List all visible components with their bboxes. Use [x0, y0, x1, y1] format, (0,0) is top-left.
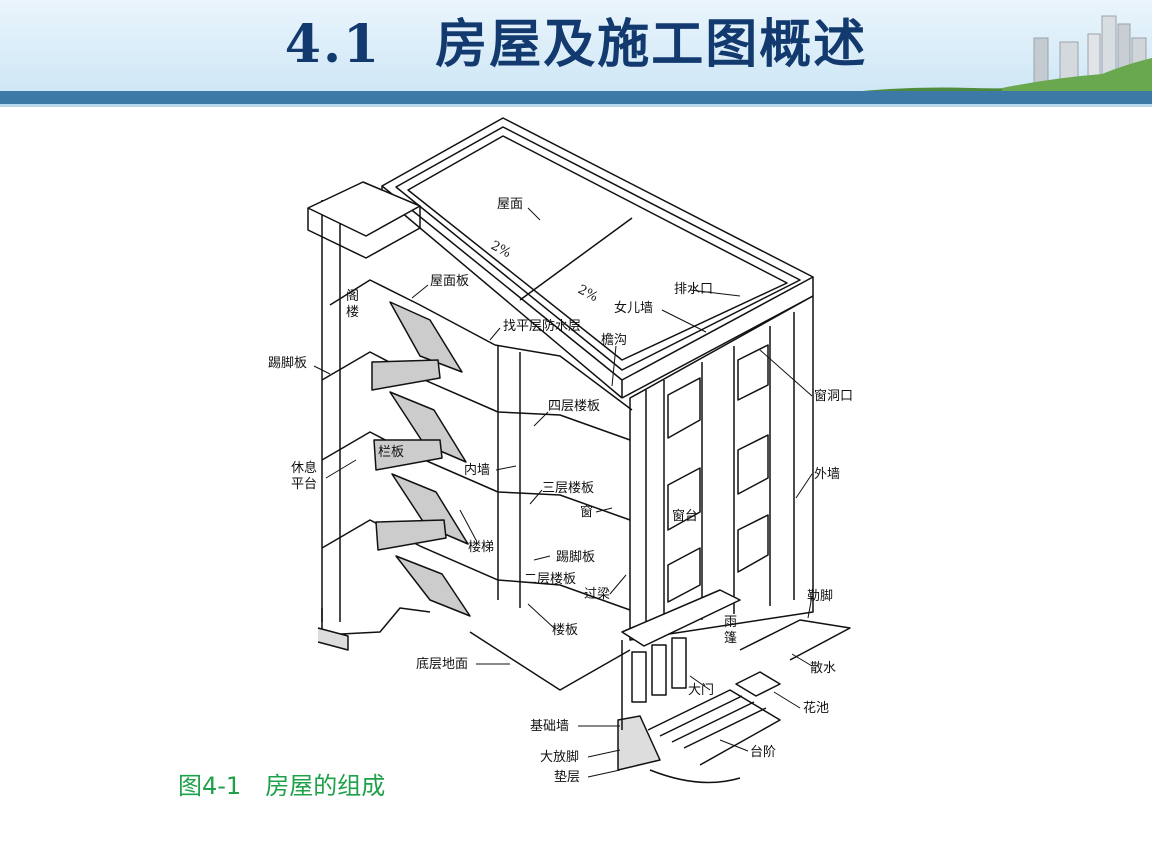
- city-skyline-graphic: [852, 15, 1152, 94]
- label-plinth: 勒脚: [807, 588, 833, 604]
- building-drawing: [307, 117, 851, 784]
- label-window-sill: 窗台: [672, 508, 698, 524]
- label-inner-wall: 内墙: [464, 462, 490, 478]
- label-floor-slab: 楼板: [552, 623, 578, 638]
- label-baseboard-left: 踢脚板: [268, 355, 307, 371]
- label-fourth-floor-slab: 四层楼板: [548, 399, 600, 414]
- header-divider-light: [0, 104, 1152, 107]
- label-gutter: 檐沟: [601, 333, 627, 348]
- label-stair: 楼梯: [468, 540, 494, 555]
- label-window-opening: 窗洞口: [814, 388, 853, 404]
- label-canopy-1: 雨: [724, 615, 737, 630]
- label-rest-platform-1: 休息: [291, 460, 317, 476]
- figure-caption: 图4-1 房屋的组成: [178, 772, 386, 800]
- label-canopy-2: 篷: [724, 631, 737, 646]
- label-flower-bed: 花池: [803, 700, 829, 716]
- leader-lines: [313, 207, 813, 778]
- label-parapet: 女儿墙: [614, 300, 653, 316]
- header-bar: 4.1 房屋及施工图概述: [0, 0, 1152, 94]
- label-cushion: 垫层: [554, 769, 580, 785]
- label-lintel: 过梁: [584, 587, 610, 602]
- label-footing: 大放脚: [540, 749, 579, 765]
- label-foundation-wall: 基础墙: [530, 719, 569, 734]
- label-ground-floor: 底层地面: [416, 656, 468, 672]
- label-steps: 台阶: [750, 745, 776, 760]
- label-railing: 栏板: [378, 445, 404, 460]
- label-third-floor-slab: 三层楼板: [542, 481, 594, 496]
- header-divider: [0, 91, 1152, 104]
- label-roof-slab: 屋面板: [430, 274, 469, 289]
- label-drain-outlet: 排水口: [674, 282, 713, 297]
- page-title: 4.1 房屋及施工图概述: [284, 14, 868, 75]
- label-outer-wall: 外墙: [814, 467, 840, 482]
- label-baseboard-mid: 踢脚板: [556, 549, 595, 565]
- label-roof: 屋面: [497, 197, 523, 212]
- label-attic-2: 楼: [346, 305, 359, 320]
- label-leveling-waterproof: 找平层防水层: [503, 318, 581, 334]
- label-second-floor-slab: 二层楼板: [524, 572, 576, 587]
- label-main-door: 大门: [688, 683, 714, 698]
- diagram-labels: 屋面 2% 2% 屋面板 阁 楼 找平层防水层 排水口 女儿墙 檐沟 踢脚板 窗…: [268, 197, 853, 785]
- label-apron: 散水: [810, 661, 836, 676]
- label-window: 窗: [580, 504, 593, 520]
- label-attic-1: 阁: [346, 289, 359, 304]
- label-rest-platform-2: 平台: [291, 477, 317, 492]
